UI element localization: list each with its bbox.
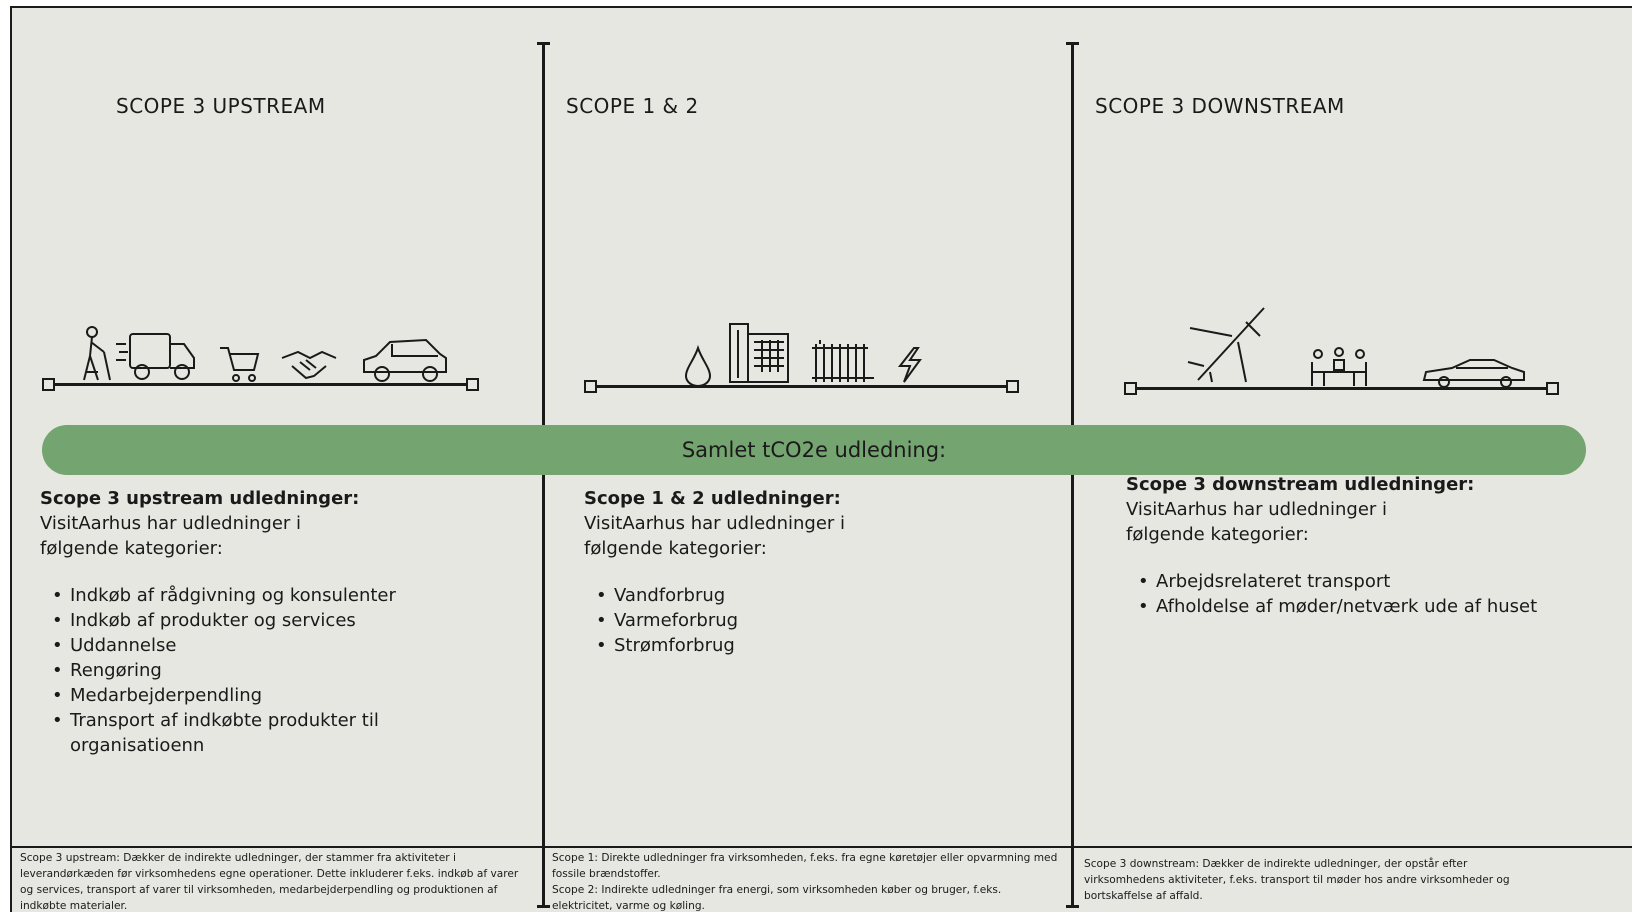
scope1-footnote: Scope 1: Direkte udledninger fra virksom… <box>552 852 1058 880</box>
list-item: Indkøb af rådgivning og konsulenter <box>52 583 530 608</box>
downstream-footnote: Scope 3 downstream: Dækker de indirekte … <box>1084 858 1510 902</box>
radiator-icon <box>812 340 874 382</box>
downstream-intro: VisitAarhus har udledninger i følgende k… <box>1126 499 1388 545</box>
list-item: Medarbejderpendling <box>52 683 530 708</box>
list-item: Strømforbrug <box>596 633 1044 658</box>
total-emissions-label: Samlet tCO2e udledning: <box>681 438 947 462</box>
cleaner-icon <box>83 326 111 381</box>
delivery-truck-icon <box>116 333 195 380</box>
shopping-cart-icon <box>220 347 260 382</box>
scope12-line-end <box>1006 380 1019 393</box>
list-item: Indkøb af produkter og services <box>52 608 530 633</box>
scope-diagram: SCOPE 3 UPSTREAM SCOPE 1 & 2 SCOPE 3 DOW… <box>10 6 1632 912</box>
divider-line-2 <box>1066 42 1079 908</box>
scope12-intro: VisitAarhus har udledninger i følgende k… <box>584 513 846 559</box>
list-item: Arbejdsrelateret transport <box>1138 569 1626 594</box>
scope-3-upstream-title: SCOPE 3 UPSTREAM <box>116 94 326 118</box>
footnote-divider <box>12 846 1632 848</box>
scope12-icon-line <box>592 385 1014 388</box>
scope-1-2-title: SCOPE 1 & 2 <box>566 94 699 118</box>
upstream-list: Indkøb af rådgivning og konsulenter Indk… <box>40 583 530 758</box>
downstream-description: Scope 3 downstream udledninger: VisitAar… <box>1126 472 1626 619</box>
scope12-footnote: Scope 1: Direkte udledninger fra virksom… <box>552 850 1062 912</box>
total-emissions-bar: Samlet tCO2e udledning: <box>42 425 1586 475</box>
downstream-heading: Scope 3 downstream udledninger: <box>1126 474 1475 495</box>
scope-3-downstream-title: SCOPE 3 DOWNSTREAM <box>1095 94 1345 118</box>
scope12-description: Scope 1 & 2 udledninger: VisitAarhus har… <box>584 486 1044 658</box>
car-icon <box>363 338 447 382</box>
list-item: Transport af indkøbte produkter til orga… <box>52 708 390 758</box>
upstream-footnote: Scope 3 upstream: Dækker de indirekte ud… <box>20 852 519 912</box>
downstream-icon-line <box>1132 387 1554 390</box>
scope12-list: Vandforbrug Varmeforbrug Strømforbrug <box>584 583 1044 658</box>
upstream-description: Scope 3 upstream udledninger: VisitAarhu… <box>40 486 530 758</box>
scope12-line-start <box>584 380 597 393</box>
airplane-icon <box>1187 307 1265 383</box>
list-item: Rengøring <box>52 658 530 683</box>
downstream-line-start <box>1124 382 1137 395</box>
water-drop-icon <box>684 344 712 387</box>
scope2-footnote: Scope 2: Indirekte udledninger fra energ… <box>552 884 1002 912</box>
divider-line-1 <box>537 42 550 908</box>
upstream-line-start <box>42 378 55 391</box>
handshake-icon <box>281 350 337 380</box>
car-icon <box>1422 359 1525 388</box>
downstream-line-end <box>1546 382 1559 395</box>
upstream-intro: VisitAarhus har udledninger i følgende k… <box>40 513 302 559</box>
meeting-icon <box>1311 347 1367 386</box>
upstream-icon-line <box>50 383 474 386</box>
scope12-heading: Scope 1 & 2 udledninger: <box>584 488 841 509</box>
downstream-list: Arbejdsrelateret transport Afholdelse af… <box>1126 569 1626 619</box>
office-building-icon <box>729 323 789 383</box>
list-item: Vandforbrug <box>596 583 1044 608</box>
list-item: Varmeforbrug <box>596 608 1044 633</box>
upstream-line-end <box>466 378 479 391</box>
lightning-icon <box>897 347 922 383</box>
list-item: Uddannelse <box>52 633 530 658</box>
upstream-heading: Scope 3 upstream udledninger: <box>40 488 360 509</box>
list-item: Afholdelse af møder/netværk ude af huset <box>1138 594 1626 619</box>
